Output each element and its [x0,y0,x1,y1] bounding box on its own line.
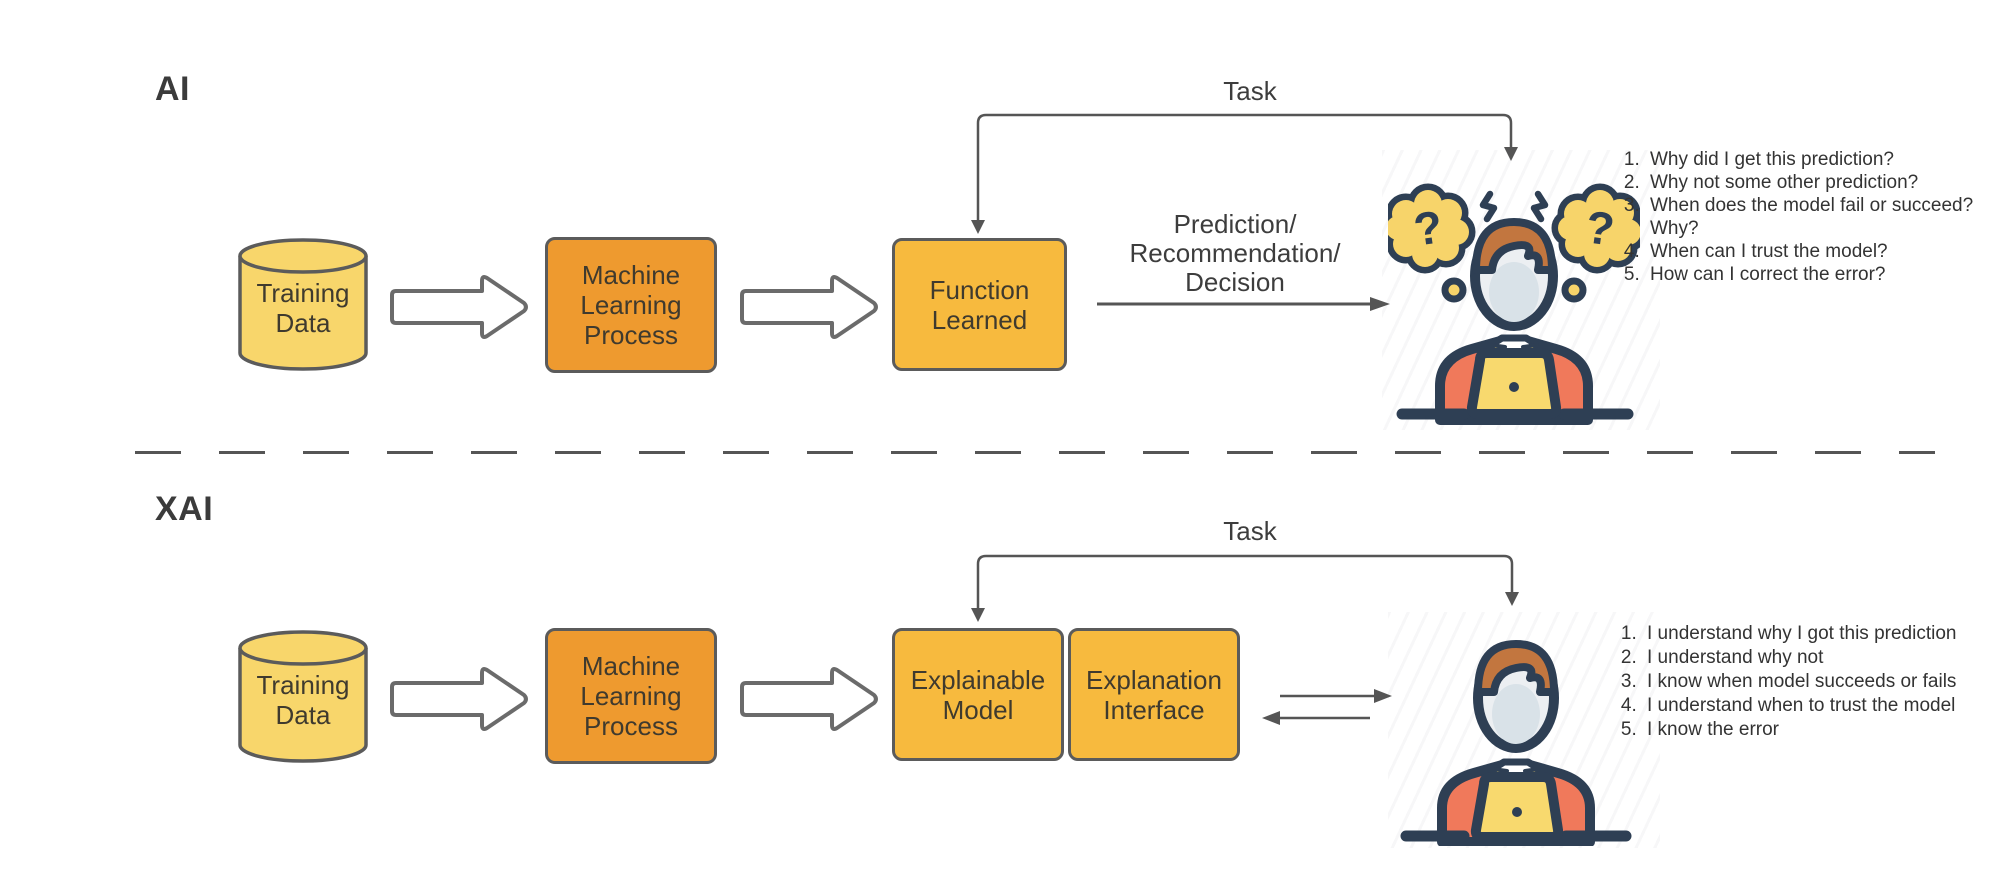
explanation-interface-label: Explanation Interface [1086,664,1222,725]
database-icon [238,630,368,763]
function-learned-label: Function Learned [929,274,1030,335]
stress-mark [1530,190,1549,223]
face-shading [1492,684,1540,744]
training-data-cylinder-ai: Training Data [235,234,371,376]
function-learned-box: Function Learned [892,238,1067,371]
thought-bubble-icon: ? [1551,183,1640,274]
explainable-model-box: Explainable Model [892,628,1064,761]
bubble-dot [1441,277,1467,303]
flow-arrow-icon [390,275,528,339]
list-item: Why not some other prediction? [1645,171,2000,194]
task-label-xai: Task [1223,516,1277,546]
thought-bubble-icon: ? [1388,183,1476,274]
training-data-label: Training Data [256,278,350,338]
bubble-dot [1561,277,1587,303]
face-shading [1489,262,1539,322]
flow-arrow-icon [740,667,878,731]
confused-user-icon: ? ? [1388,183,1640,425]
flow-arrow-icon [390,667,528,731]
laptop-logo-dot [1509,382,1519,392]
list-item: How can I correct the error? [1645,263,2000,286]
output-arrow [1097,297,1390,311]
task-label-ai: Task [1223,76,1277,106]
ml-process-label: Machine Learning Process [580,260,682,350]
ai-section-title: AI [155,70,190,108]
flow-arrow-icon [740,275,878,339]
list-item: When does the model fail or succeed? Why… [1645,194,2000,240]
interaction-arrows [1262,689,1392,725]
ml-process-box-xai: Machine Learning Process [545,628,717,764]
database-icon [238,238,368,371]
task-arrow-ai [971,113,1518,234]
list-item: I know the error [1642,718,2000,742]
training-data-label: Training Data [256,670,350,730]
calm-user-icon [1400,640,1632,846]
hair [1472,218,1556,274]
list-item: Why did I get this prediction? [1645,148,2000,171]
xai-section-title: XAI [155,490,214,528]
list-item: I understand why not [1642,646,2000,670]
explanation-interface-box: Explanation Interface [1068,628,1240,761]
list-item: I understand when to trust the model [1642,694,2000,718]
xai-statements-list: I understand why I got this prediction I… [1612,622,2000,742]
task-arrow-xai [971,554,1519,622]
list-item: I understand why I got this prediction [1642,622,2000,646]
hair [1474,640,1558,696]
ai-questions-list: Why did I get this prediction? Why not s… [1615,148,2000,286]
laptop-logo-dot [1512,807,1522,817]
ml-process-box-ai: Machine Learning Process [545,237,717,373]
list-item: I know when model succeeds or fails [1642,670,2000,694]
output-label-ai: Prediction/ Recommendation/ Decision [1129,209,1341,297]
ml-process-label: Machine Learning Process [580,651,682,741]
section-divider [135,451,1935,454]
training-data-cylinder-xai: Training Data [235,626,371,768]
explainable-model-label: Explainable Model [910,664,1046,725]
list-item: When can I trust the model? [1645,240,2000,263]
stress-mark [1479,190,1498,223]
